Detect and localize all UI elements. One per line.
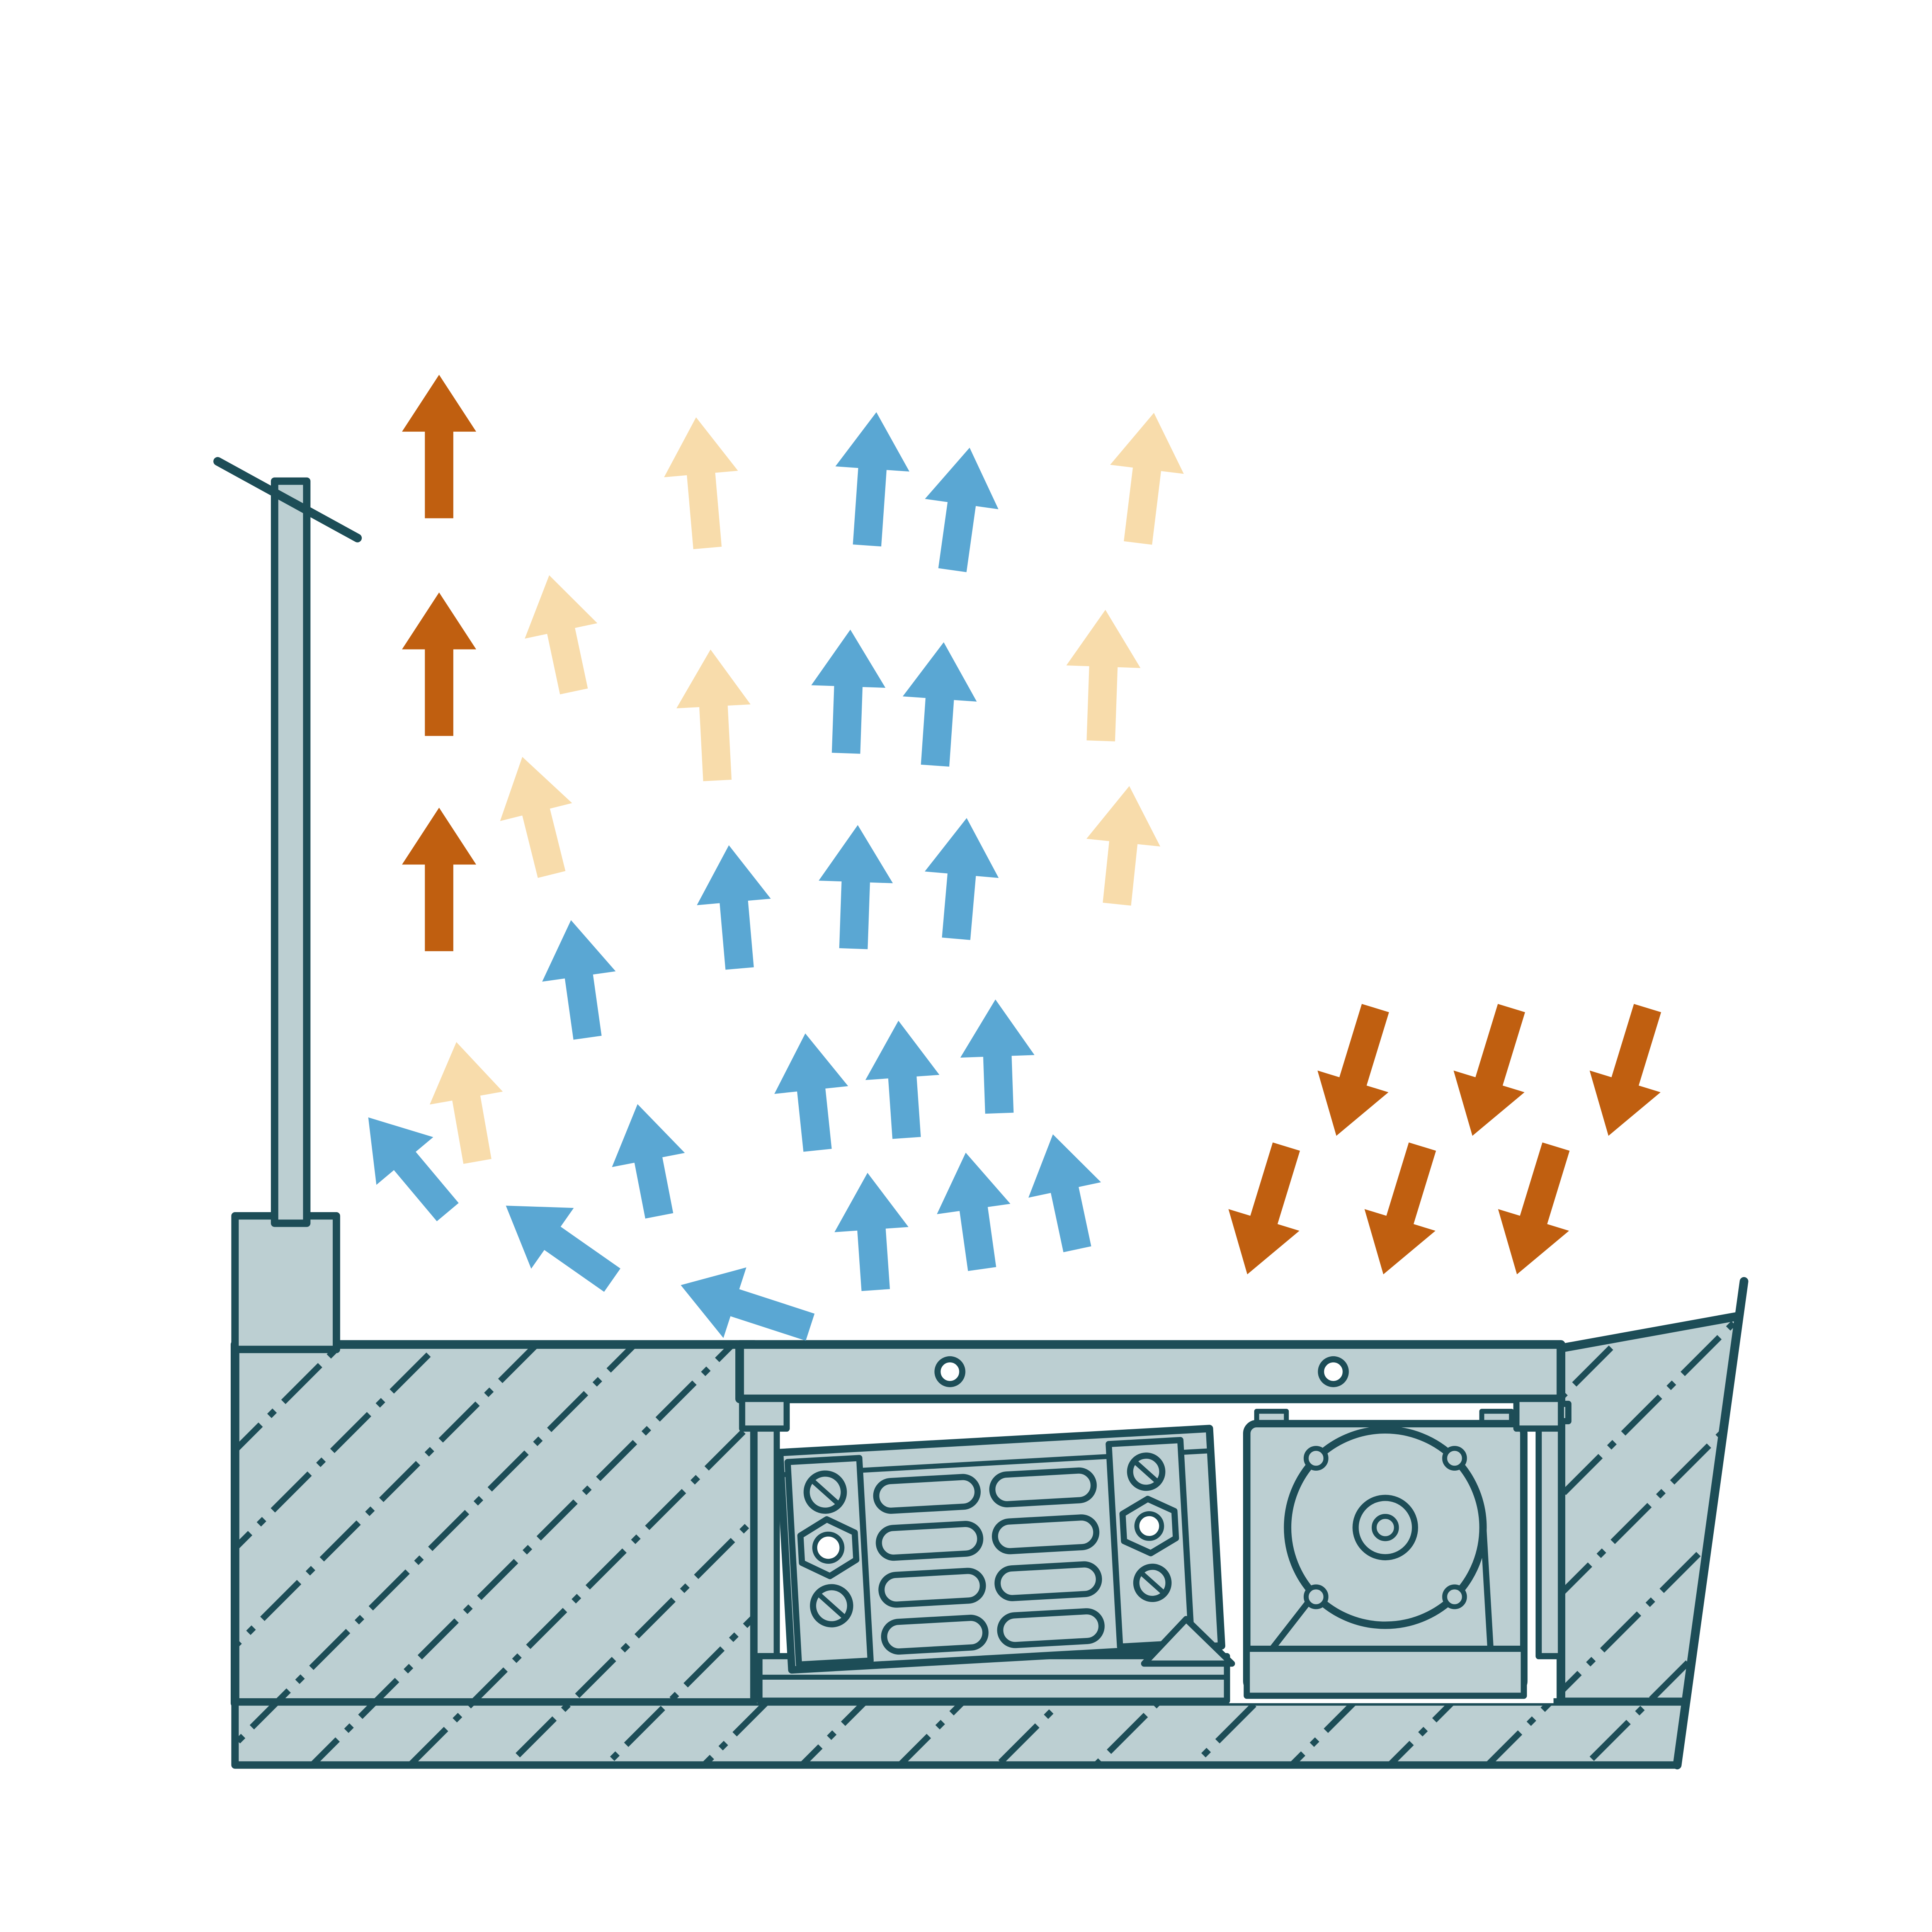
fin-slot <box>997 1608 1105 1648</box>
trench-convector-unit <box>735 1340 1571 1704</box>
right-strut <box>1536 1418 1564 1660</box>
drip-tray-right <box>1243 1645 1527 1699</box>
fin-slot <box>876 1520 983 1561</box>
fan-unit <box>1243 1408 1528 1699</box>
post-cap-line <box>213 457 362 543</box>
heat-exchanger <box>776 1425 1226 1674</box>
pipe-fitting-bore <box>1134 1511 1164 1541</box>
airflow-arrow-blue-up <box>865 1020 940 1139</box>
airflow-arrow-cream-up <box>525 575 597 695</box>
floor-slab-left-hatch <box>235 1344 755 1703</box>
floor-slab-right-hatch <box>1561 1316 1739 1702</box>
airflow-arrow-cream-up <box>430 1042 503 1164</box>
fan-screw <box>1442 1446 1467 1471</box>
airflow-arrow-blue-up <box>697 845 771 970</box>
airflow-arrow-orange-down <box>1589 1004 1661 1136</box>
fin-slots <box>873 1467 1105 1655</box>
airflow-arrow-orange-down <box>1317 1004 1389 1136</box>
post-pedestal <box>231 1212 340 1353</box>
screw-slot <box>1132 1459 1161 1485</box>
airflow-arrows <box>368 374 1661 1341</box>
airflow-arrow-cream-up <box>1066 610 1141 742</box>
airflow-arrow-blue-up-left <box>506 1206 621 1292</box>
fin-slot <box>873 1474 981 1514</box>
left-fitting-panel <box>784 1455 874 1668</box>
airflow-arrow-blue-up <box>960 999 1035 1114</box>
airflow-arrow-blue-up <box>774 1033 848 1152</box>
grille-hole <box>1318 1356 1349 1387</box>
airflow-arrow-cream-up <box>1110 413 1184 545</box>
airflow-arrow-cream-up <box>664 417 738 549</box>
deflector-wedge <box>1141 1616 1235 1667</box>
fan-screw <box>1442 1584 1467 1609</box>
airflow-arrow-blue-up <box>542 920 616 1040</box>
airflow-arrow-blue-up <box>834 1173 909 1291</box>
pipe-fitting-bore <box>812 1531 845 1564</box>
airflow-arrow-blue-up <box>818 825 893 949</box>
fin-slot <box>881 1614 989 1655</box>
airflow-arrow-blue-up <box>903 642 977 767</box>
window-post <box>271 477 311 1227</box>
right-edge-slant-line <box>1673 1277 1748 1770</box>
airflow-arrow-blue-up <box>925 447 998 572</box>
screw-slot <box>1138 1570 1167 1596</box>
grille <box>735 1340 1565 1432</box>
grille-end-right <box>1513 1396 1564 1432</box>
fan-screw <box>1303 1446 1328 1471</box>
grille-bar <box>735 1340 1565 1403</box>
fan-screw <box>1303 1584 1328 1609</box>
airflow-arrow-blue-left <box>680 1267 815 1341</box>
screw-slot <box>810 1478 841 1507</box>
screw-slot <box>816 1592 847 1620</box>
fin-slot <box>878 1568 986 1608</box>
grille-end-left <box>739 1396 790 1432</box>
airflow-arrow-cream-up <box>676 650 751 781</box>
right-fitting-panel <box>1105 1437 1195 1650</box>
airflow-arrow-blue-up <box>925 818 999 940</box>
fin-slot <box>989 1467 1097 1507</box>
window-post-assembly <box>213 457 362 1353</box>
airflow-arrow-blue-up <box>612 1104 685 1219</box>
airflow-arrow-orange-up <box>402 808 476 951</box>
airflow-arrow-cream-up <box>1086 786 1160 906</box>
airflow-arrow-blue-up-left <box>368 1117 459 1221</box>
airflow-arrow-orange-up <box>402 592 476 736</box>
airflow-arrow-blue-up <box>937 1153 1010 1271</box>
fin-slot <box>994 1561 1102 1601</box>
left-strut <box>751 1418 780 1660</box>
fin-slot <box>992 1514 1100 1554</box>
airflow-arrow-blue-up <box>835 412 910 547</box>
airflow-arrow-orange-down <box>1228 1142 1300 1274</box>
airflow-arrow-cream-up <box>500 757 572 878</box>
airflow-arrow-orange-down <box>1498 1142 1570 1274</box>
fan-hub <box>1371 1514 1399 1541</box>
airflow-arrow-blue-up <box>811 629 886 754</box>
airflow-arrow-blue-up <box>1028 1134 1101 1252</box>
airflow-arrow-orange-down <box>1364 1142 1436 1274</box>
airflow-arrow-orange-up <box>402 374 476 519</box>
airflow-arrow-orange-down <box>1453 1004 1525 1136</box>
grille-hole <box>934 1356 966 1387</box>
floor-base-strip-hatch <box>235 1702 1686 1765</box>
